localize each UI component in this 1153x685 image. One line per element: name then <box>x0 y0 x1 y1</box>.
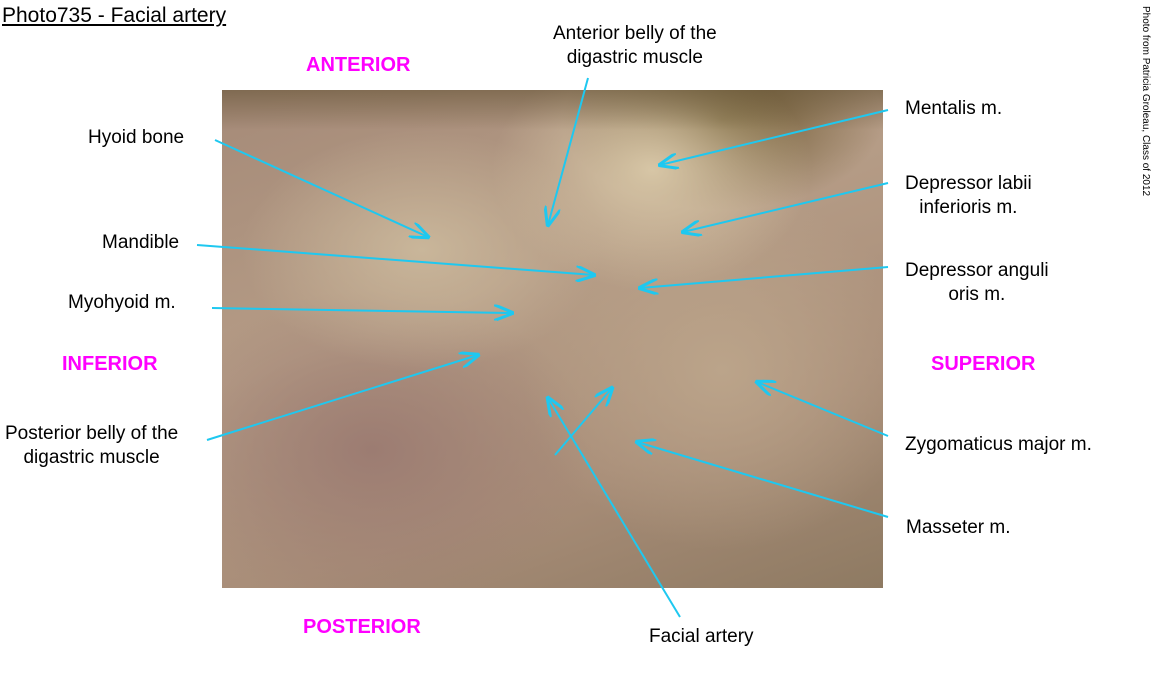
label-mentalis: Mentalis m. <box>905 98 1003 119</box>
label-line: Posterior belly of the <box>5 423 179 444</box>
direction-inferior: INFERIOR <box>62 353 158 375</box>
label-depressor-anguli: Depressor anguli oris m. <box>905 259 1049 307</box>
label-mandible: Mandible <box>102 232 180 253</box>
direction-posterior: POSTERIOR <box>303 616 421 638</box>
label-line: inferioris m. <box>919 197 1018 218</box>
leader-mandible <box>196 244 594 275</box>
leader-myohyoid <box>211 308 512 313</box>
label-facial-artery: Facial artery <box>649 626 754 647</box>
leader-depressor-anguli <box>640 266 889 288</box>
leader-masseter <box>637 442 889 518</box>
label-masseter: Masseter m. <box>906 517 1011 538</box>
leader-mentalis <box>660 109 889 165</box>
label-line: digastric muscle <box>23 447 160 468</box>
page-title: Photo735 - Facial artery <box>2 4 227 27</box>
label-myohyoid: Myohyoid m. <box>68 292 176 313</box>
leader-posterior-belly <box>206 355 478 441</box>
direction-superior: SUPERIOR <box>931 353 1036 375</box>
leader-depressor-labii <box>683 182 889 232</box>
direction-anterior: ANTERIOR <box>306 54 411 76</box>
label-hyoid-bone: Hyoid bone <box>88 127 185 148</box>
label-anterior-belly: Anterior belly of the digastric muscle <box>553 22 717 70</box>
dissection-photo <box>222 90 883 588</box>
leader-facial-artery-2 <box>554 388 612 456</box>
label-line: digastric muscle <box>566 47 703 68</box>
label-line: Depressor labii <box>905 173 1032 194</box>
leader-zygomaticus <box>757 382 889 437</box>
label-posterior-belly: Posterior belly of the digastric muscle <box>5 422 178 470</box>
label-line: oris m. <box>948 284 1006 305</box>
label-line: Depressor anguli <box>905 260 1049 281</box>
photo-credit: Photo from Patricia Groleau, Class of 20… <box>1140 6 1151 197</box>
label-line: Anterior belly of the <box>553 23 717 44</box>
leader-hyoid <box>214 139 428 237</box>
label-zygomaticus: Zygomaticus major m. <box>905 434 1092 455</box>
leader-facial-artery-1 <box>548 398 681 618</box>
label-depressor-labii: Depressor labii inferioris m. <box>905 172 1032 220</box>
leader-anterior-belly <box>548 77 589 225</box>
